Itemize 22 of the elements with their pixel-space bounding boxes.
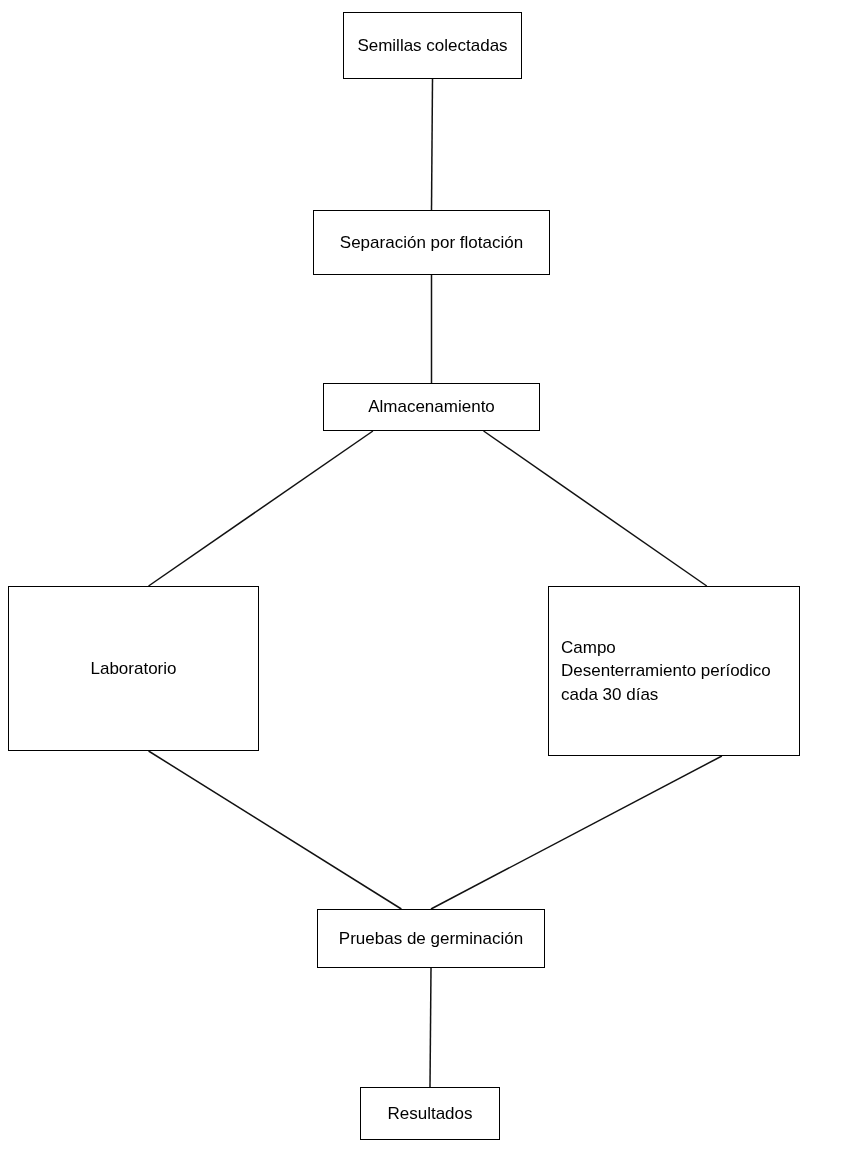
box-text: Semillas colectadas xyxy=(357,34,508,57)
process-box xyxy=(548,586,800,756)
box-text: Separación por flotación xyxy=(339,231,524,254)
connector-line xyxy=(147,750,403,910)
box-text: Desenterramiento períodico cada 30 días xyxy=(560,660,772,706)
connector-line xyxy=(482,430,708,587)
box-text: Almacenamiento xyxy=(368,396,495,419)
connector-line xyxy=(430,274,433,384)
process-box xyxy=(323,383,540,431)
process-box xyxy=(317,909,545,968)
box-text: Resultados xyxy=(387,1102,473,1125)
box-text: Laboratorio xyxy=(90,657,177,680)
process-box xyxy=(313,210,550,275)
connector-line xyxy=(147,430,374,587)
connector-line xyxy=(430,755,723,910)
connector-line xyxy=(429,967,432,1088)
connector-line xyxy=(430,78,434,211)
box-text: Pruebas de germinación xyxy=(338,927,524,950)
process-box xyxy=(343,12,522,79)
process-box xyxy=(8,586,259,751)
process-box xyxy=(360,1087,500,1140)
box-text: Campo xyxy=(560,636,616,659)
